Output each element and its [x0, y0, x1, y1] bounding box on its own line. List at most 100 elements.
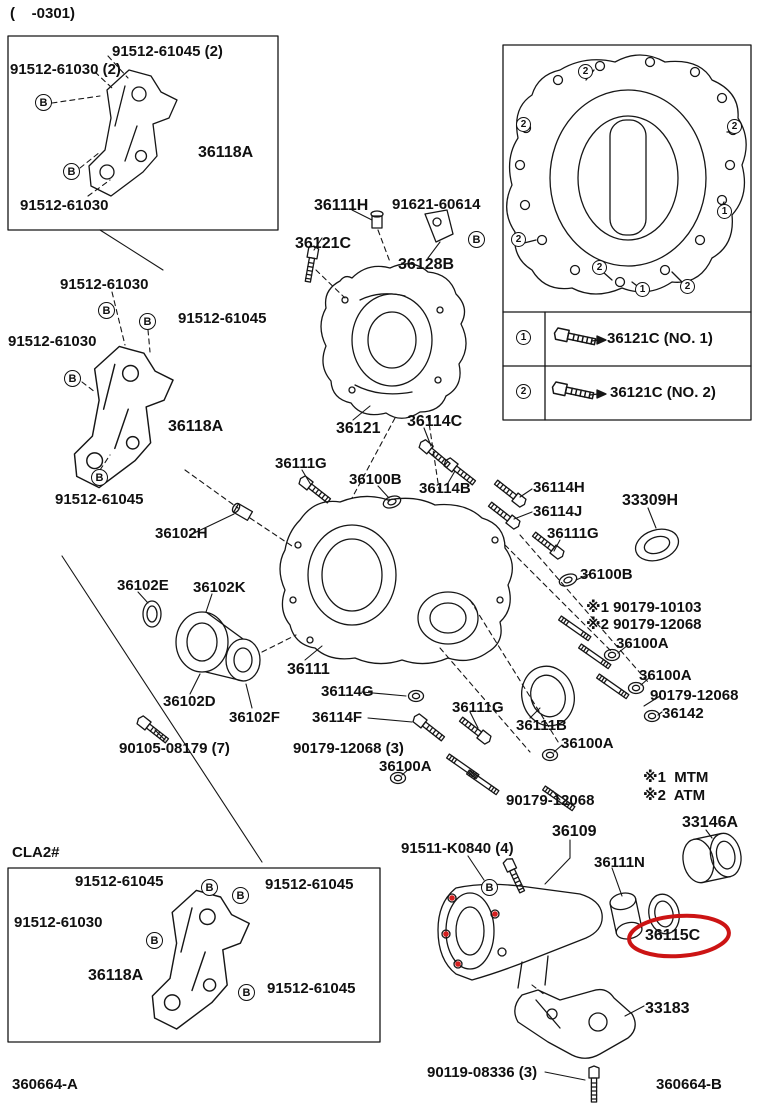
dashed-lines: [51, 55, 649, 996]
part-label: 36111: [287, 661, 330, 678]
figure-code-left: 360664-A: [12, 1076, 78, 1093]
bolt-callout-b: B: [91, 469, 108, 486]
legend-num-callout-1: 1: [516, 330, 531, 345]
legend-bolt-rows: [550, 326, 607, 403]
part-label: 36100B: [580, 566, 633, 583]
part-label: 33183: [645, 1000, 690, 1017]
plug-36102h: [231, 502, 254, 521]
part-label: 36111N: [594, 854, 645, 871]
part-label: 36114J: [533, 503, 583, 520]
part-label: 91512-61045 (2): [112, 43, 223, 60]
fasteners-and-seals: [134, 209, 680, 812]
bolt-90119: [588, 1065, 600, 1103]
part-label: 91512-61030: [14, 914, 103, 931]
bolt-callout-b: B: [481, 879, 498, 896]
part-label: 36111G: [452, 699, 504, 716]
red-dot: [492, 911, 498, 917]
bolt-callout-b: B: [139, 313, 156, 330]
transaxle-case-36111-drawing: [279, 495, 513, 665]
bolt-91511: [501, 856, 528, 895]
part-label: 90119-08336 (3): [427, 1064, 538, 1081]
part-label: 90179-12068: [650, 687, 739, 704]
bolt-callout-b: B: [201, 879, 218, 896]
washer-36100b-1: [381, 493, 403, 511]
part-label: 36102E: [117, 577, 169, 594]
num-callout-2: 2: [578, 64, 593, 79]
part-label: 91512-61045: [267, 980, 356, 997]
figure-code-right: 360664-B: [656, 1076, 722, 1093]
bolt-callout-b: B: [146, 932, 163, 949]
part-label: 91512-61030: [20, 197, 109, 214]
part-label: 36118A: [198, 144, 254, 161]
seal-33309h: [634, 528, 680, 562]
diff-cover-drawing: [506, 54, 747, 295]
part-label: 91512-61030 (2): [10, 61, 121, 78]
highlight-ellipse-36115c: [627, 913, 731, 959]
bracket-33183-drawing: [514, 988, 636, 1103]
nut-36142: [643, 709, 661, 723]
part-label: 36114B: [419, 480, 471, 497]
legend-bolt-1: [552, 326, 597, 349]
bolt-36114f: [410, 712, 447, 744]
legend-row1-label: 36121C (NO. 1): [607, 330, 713, 347]
part-label: 91512-61045: [75, 873, 164, 890]
part-label: 91512-61045: [265, 876, 354, 893]
red-dot: [455, 961, 461, 967]
top-left-bracket-36118a-drawing: [88, 69, 178, 197]
part-label-note: ※2 ATM: [643, 787, 706, 804]
bolt-callout-b: B: [98, 302, 115, 319]
num-callout-2: 2: [592, 260, 607, 275]
bolt-36111g-3: [457, 714, 494, 746]
part-label: 36118A: [88, 967, 144, 984]
part-label: 33309H: [622, 492, 679, 509]
part-label: 36102K: [193, 579, 246, 596]
part-label: 91511-K0840 (4): [401, 840, 514, 857]
extension-housing-36109-drawing: [437, 832, 742, 989]
bolt-36111g-1: [296, 474, 333, 506]
bottom-left-bracket-36118a-drawing: [151, 889, 250, 1030]
part-label: 91621-60614: [392, 196, 481, 213]
part-label-note: ※2 90179-12068: [586, 616, 702, 633]
part-label: 36111G: [547, 525, 599, 542]
part-label: 36114H: [533, 479, 585, 496]
legend-bolt-2: [550, 380, 595, 403]
part-label: 90105-08179 (7): [119, 740, 230, 757]
bolt-callout-b: B: [468, 231, 485, 248]
model-code: ( -0301): [10, 5, 76, 22]
part-label-note: ※1 90179-10103: [586, 599, 702, 616]
part-label: 91512-61030: [60, 276, 149, 293]
bolt-callout-b: B: [232, 887, 249, 904]
part-label: 36142: [662, 705, 704, 722]
part-label: 36118A: [168, 418, 224, 435]
num-callout-2: 2: [727, 119, 742, 134]
bolt-callout-b: B: [63, 163, 80, 180]
red-dot: [443, 931, 449, 937]
part-label: 90179-12068: [506, 792, 595, 809]
part-label: 36100A: [616, 635, 669, 652]
part-label: 36109: [552, 823, 597, 840]
breather-91621: [424, 209, 454, 243]
part-label: 36100B: [349, 471, 402, 488]
part-label: 36114F: [312, 709, 363, 726]
part-label: 91512-61045: [178, 310, 267, 327]
part-label: 36102F: [229, 709, 280, 726]
transaxle-case-36121-drawing: [320, 263, 467, 419]
speedometer-cluster-drawing: [142, 600, 261, 682]
plug-36114g: [407, 689, 425, 703]
legend-num-callout-2: 2: [516, 384, 531, 399]
part-label: 36114G: [321, 683, 374, 700]
part-label: 36100A: [639, 667, 692, 684]
variant-code-label: CLA2#: [12, 844, 60, 861]
part-label: 91512-61030: [8, 333, 97, 350]
mid-left-bracket-36118a-drawing: [73, 345, 174, 489]
plug-36111h: [371, 215, 383, 229]
part-label: 36114C: [407, 413, 463, 430]
num-callout-2: 2: [680, 279, 695, 294]
stud-90179-2: [577, 643, 612, 670]
stud-90179-3: [595, 673, 630, 700]
part-label: 36100A: [379, 758, 432, 775]
part-label: 36102H: [155, 525, 208, 542]
part-label-highlighted: 36115C: [645, 927, 701, 944]
num-callout-1: 1: [717, 204, 732, 219]
